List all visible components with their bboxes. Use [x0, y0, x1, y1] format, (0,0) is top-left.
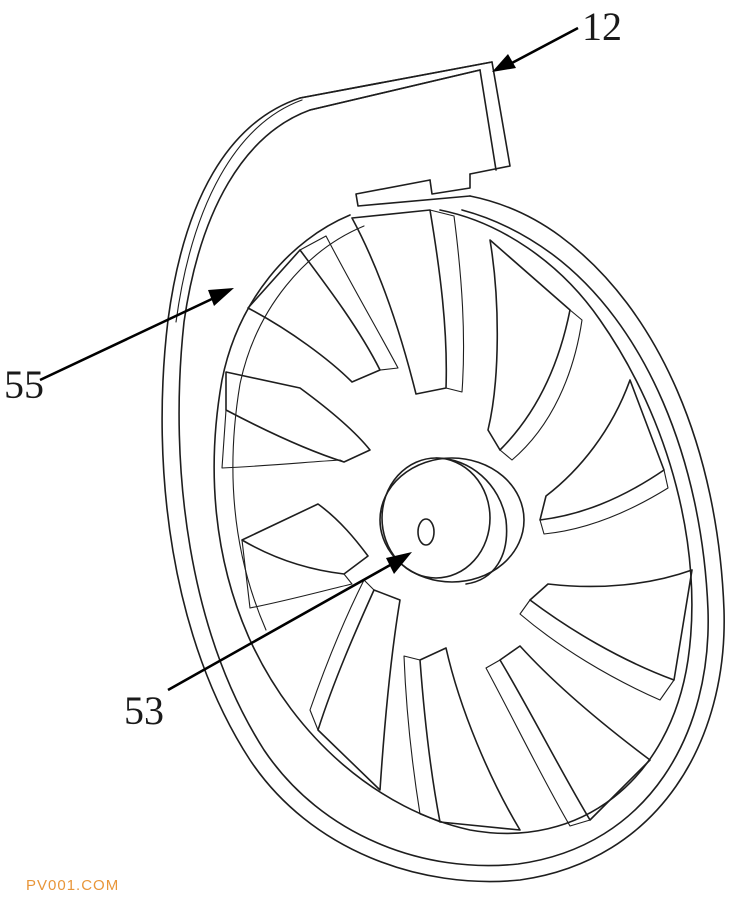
impeller-blade: [529, 569, 693, 681]
hub: [379, 457, 525, 585]
label-12: 12: [582, 4, 622, 49]
impeller-blade: [317, 589, 401, 791]
impeller-blade: [225, 371, 371, 463]
leader-arrow-12: [492, 26, 579, 72]
impeller-blade: [241, 503, 369, 575]
outlet-duct: [299, 61, 511, 207]
impeller-blade: [487, 239, 571, 451]
leader-arrow-53: [167, 552, 412, 692]
inner-disc: [213, 209, 693, 835]
impeller-blade: [539, 379, 665, 521]
impeller-blades: [221, 209, 693, 831]
impeller-blade: [499, 645, 651, 821]
watermark: PV001.COM: [26, 877, 119, 894]
label-53: 53: [124, 688, 164, 733]
impeller-blade: [247, 249, 381, 383]
impeller-blade: [351, 209, 448, 395]
label-55: 55: [4, 362, 44, 407]
leader-arrow-55: [39, 288, 234, 382]
volute-casing: [161, 61, 725, 883]
impeller-blade: [419, 647, 521, 831]
